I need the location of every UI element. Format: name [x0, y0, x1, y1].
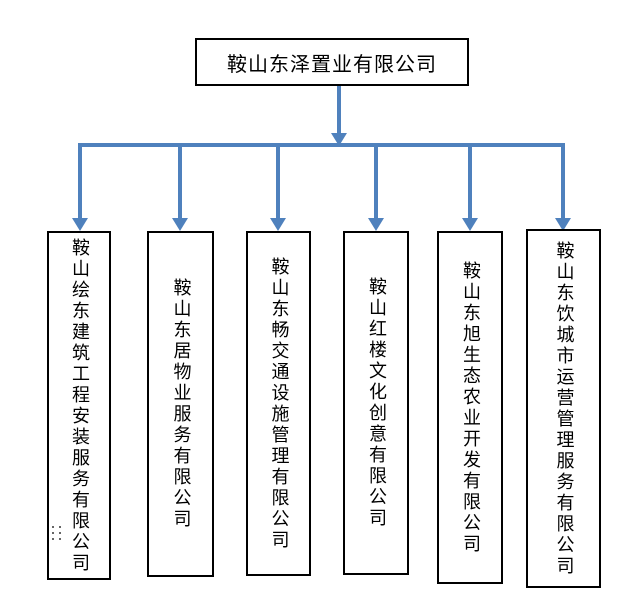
connector-line: [561, 145, 565, 219]
subsidiary-box-5: 鞍山东旭生态农业开发有限公司: [437, 231, 503, 584]
subsidiary-label: 鞍山东饮城市运营管理服务有限公司: [553, 240, 575, 577]
subsidiary-box-2: 鞍山东居物业服务有限公司: [147, 231, 214, 577]
connector-line: [178, 145, 182, 219]
connector-line: [276, 145, 280, 219]
arrow-down-icon: [331, 133, 347, 146]
connector-horizontal-line: [78, 143, 565, 147]
subsidiary-label: 鞍山东居物业服务有限公司: [170, 278, 192, 530]
subsidiary-box-6: 鞍山东饮城市运营管理服务有限公司: [526, 229, 601, 588]
subsidiary-box-4: 鞍山红楼文化创意有限公司: [343, 231, 409, 575]
subsidiary-label: 鞍山东旭生态农业开发有限公司: [460, 260, 481, 555]
subsidiary-label: 鞍山红楼文化创意有限公司: [366, 277, 387, 529]
subsidiary-box-3: 鞍山东畅交通设施管理有限公司: [246, 231, 311, 576]
root-company-label: 鞍山东泽置业有限公司: [227, 51, 437, 76]
arrow-down-icon: [368, 218, 384, 231]
arrow-down-icon: [555, 218, 571, 231]
arrow-down-icon: [172, 218, 188, 231]
subsidiary-box-1: 鞍山绘东建筑工程安装服务有限公司: [47, 231, 111, 580]
connector-line: [468, 145, 472, 219]
arrow-down-icon: [72, 218, 88, 231]
arrow-down-icon: [270, 218, 286, 231]
connector-line: [374, 145, 378, 219]
subsidiary-label: 鞍山东畅交通设施管理有限公司: [268, 256, 290, 551]
arrow-down-icon: [462, 218, 478, 231]
connector-line: [337, 86, 341, 134]
root-company-box: 鞍山东泽置业有限公司: [195, 38, 469, 86]
connector-line: [78, 145, 82, 219]
dots-handle-icon: [52, 526, 61, 540]
subsidiary-label: 鞍山绘东建筑工程安装服务有限公司: [69, 237, 90, 574]
